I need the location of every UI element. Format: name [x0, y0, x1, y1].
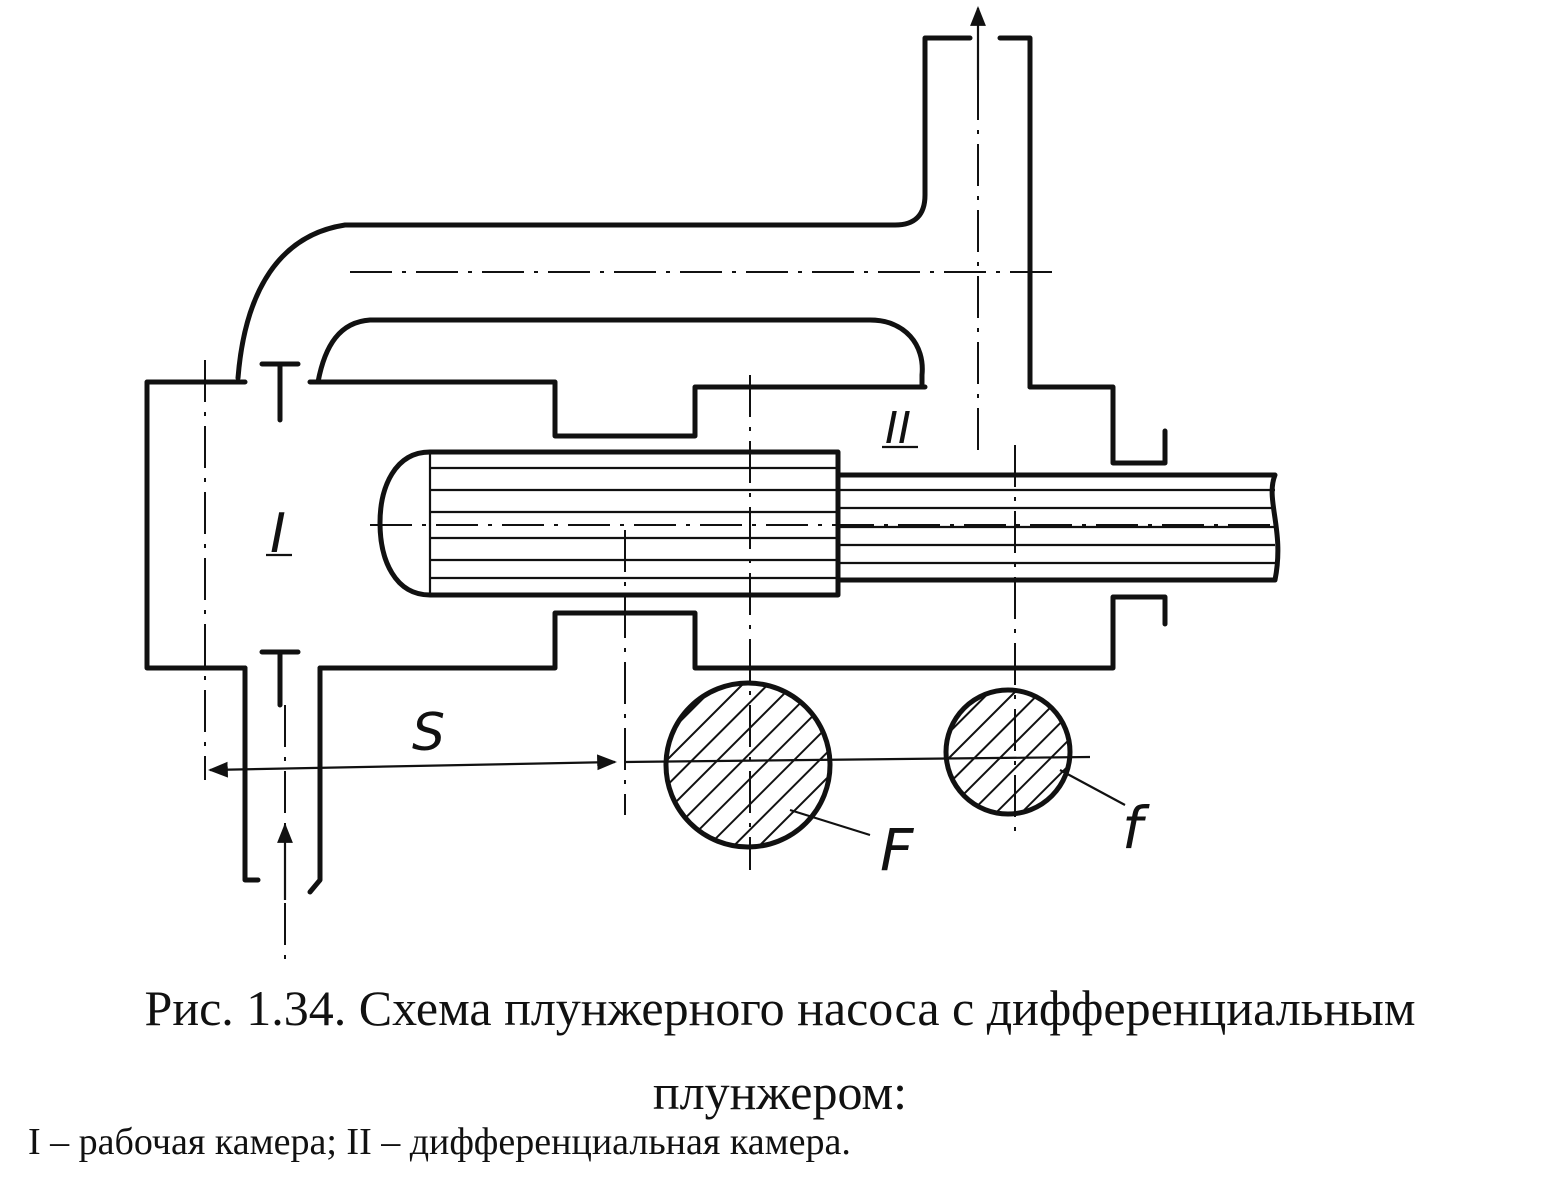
figure-caption-line1: Рис. 1.34. Схема плунжерного насоса с ди…: [144, 980, 1416, 1036]
figure-caption-line2: плунжером:: [652, 1064, 908, 1120]
bypass-pipe: [235, 35, 1033, 390]
section-large-F: [663, 680, 871, 850]
pump-body: [144, 361, 1168, 895]
chamber-II-label: II: [885, 403, 911, 454]
plunger-rod: [835, 472, 1281, 583]
area-F-label: F: [880, 816, 915, 884]
figure-legend: I – рабочая камера; II – дифференциальна…: [28, 1121, 851, 1163]
flow-arrows: [277, 6, 986, 900]
plunger-large: [377, 449, 841, 598]
area-f-label: f: [1122, 794, 1150, 862]
chamber-I-label: I: [270, 502, 286, 565]
stroke-label: S: [412, 703, 445, 763]
section-small-f: [943, 687, 1126, 817]
pump-schematic: I II S F f: [144, 6, 1281, 960]
